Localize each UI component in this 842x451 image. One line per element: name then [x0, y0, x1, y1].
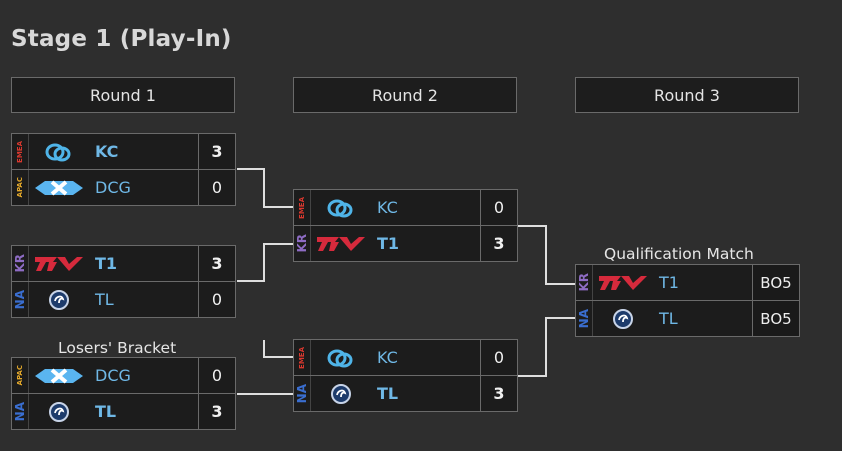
dcg-logo-icon: [35, 367, 83, 384]
region-badge-emea: EMEA: [12, 134, 29, 169]
t1-logo-icon: [317, 236, 365, 251]
team-row-tl[interactable]: NA TL 3: [293, 375, 518, 412]
team-row-tl[interactable]: NA TL BO5: [575, 300, 800, 337]
match-r1-m2: KR T1 3 NA TL 0: [11, 245, 236, 318]
team-name[interactable]: KC: [377, 198, 398, 217]
region-badge-apac: APAC: [12, 358, 29, 393]
score: 3: [198, 246, 235, 281]
team-row-t1[interactable]: KR T1 3: [293, 225, 518, 262]
team-name[interactable]: TL: [659, 309, 678, 328]
dcg-logo-icon: [35, 179, 83, 196]
team-row-kc[interactable]: EMEA KC 3: [11, 133, 236, 170]
team-row-tl[interactable]: NA TL 0: [11, 281, 236, 318]
kc-logo-icon: [327, 199, 353, 217]
team-row-dcg[interactable]: APAC DCG 0: [11, 169, 236, 206]
score: 3: [480, 226, 517, 261]
match-r2-m1: EMEA KC 0 KR T1 3: [293, 189, 518, 262]
tl-logo-icon: [49, 401, 69, 422]
region-badge-na: NA: [12, 282, 29, 317]
connector-r1m2-to-r2m1: [237, 243, 293, 282]
region-badge-apac: APAC: [12, 170, 29, 205]
region-badge-emea: EMEA: [294, 190, 311, 225]
score: 0: [198, 358, 235, 393]
team-name[interactable]: T1: [659, 273, 679, 292]
team-row-t1[interactable]: KR T1 BO5: [575, 264, 800, 301]
tl-logo-icon: [331, 383, 351, 404]
score: 3: [198, 134, 235, 169]
region-badge-kr: KR: [576, 265, 593, 300]
round-1-header[interactable]: Round 1: [11, 77, 235, 113]
kc-logo-icon: [327, 349, 353, 367]
team-row-t1[interactable]: KR T1 3: [11, 245, 236, 282]
team-row-dcg[interactable]: APAC DCG 0: [11, 357, 236, 394]
region-badge-na: NA: [294, 376, 311, 411]
t1-logo-icon: [599, 275, 647, 290]
connector-r1m1-to-r2m1: [237, 168, 293, 208]
team-name[interactable]: TL: [95, 402, 117, 421]
team-name[interactable]: KC: [95, 142, 119, 161]
match-r1-m1: EMEA KC 3 APAC DCG 0: [11, 133, 236, 206]
page-title: Stage 1 (Play-In): [11, 26, 232, 52]
region-badge-kr: KR: [12, 246, 29, 281]
best-of-label: BO5: [752, 265, 799, 300]
team-name[interactable]: T1: [377, 234, 400, 253]
score: 0: [198, 282, 235, 317]
team-name[interactable]: DCG: [95, 366, 131, 385]
best-of-label: BO5: [752, 301, 799, 336]
team-row-tl[interactable]: NA TL 3: [11, 393, 236, 430]
connector-r2m2-to-r3m1: [518, 317, 575, 377]
score: 0: [198, 170, 235, 205]
losers-bracket-label: Losers' Bracket: [58, 339, 177, 357]
score: 0: [480, 190, 517, 225]
team-row-kc[interactable]: EMEA KC 0: [293, 189, 518, 226]
match-r3-qualification: KR T1 BO5 NA TL BO5: [575, 264, 800, 337]
team-name[interactable]: KC: [377, 348, 398, 367]
tl-logo-icon: [613, 308, 633, 329]
score: 0: [480, 340, 517, 375]
t1-logo-icon: [35, 256, 83, 271]
match-r2-m2: EMEA KC 0 NA TL 3: [293, 339, 518, 412]
kc-logo-icon: [45, 143, 71, 161]
region-badge-kr: KR: [294, 226, 311, 261]
region-badge-na: NA: [12, 394, 29, 429]
connector-r2m1-to-r3m1: [518, 225, 575, 285]
qualification-match-label: Qualification Match: [604, 245, 754, 263]
score: 3: [480, 376, 517, 411]
round-2-header[interactable]: Round 2: [293, 77, 517, 113]
team-name[interactable]: T1: [95, 254, 118, 273]
team-name[interactable]: DCG: [95, 178, 131, 197]
score: 3: [198, 394, 235, 429]
tl-logo-icon: [49, 289, 69, 310]
region-badge-na: NA: [576, 301, 593, 336]
match-r1-m3: APAC DCG 0 NA TL 3: [11, 357, 236, 430]
team-name[interactable]: TL: [377, 384, 399, 403]
team-name[interactable]: TL: [95, 290, 114, 309]
region-badge-emea: EMEA: [294, 340, 311, 375]
team-row-kc[interactable]: EMEA KC 0: [293, 339, 518, 376]
round-3-header[interactable]: Round 3: [575, 77, 799, 113]
connector-r1m2-to-r2m2: [263, 340, 293, 358]
